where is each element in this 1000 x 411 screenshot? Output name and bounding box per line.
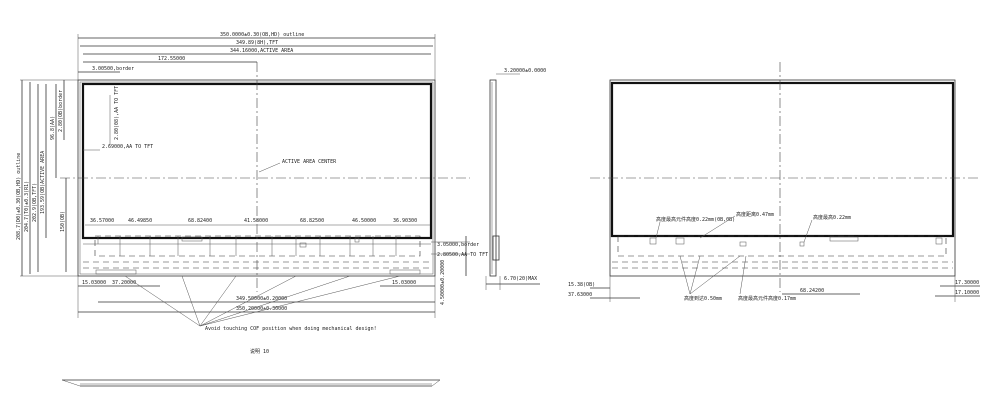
cof-pad-right <box>389 269 421 275</box>
bottom-span: 37.20000 <box>112 280 136 286</box>
cof-ticks <box>97 236 397 256</box>
label-right-total: 4.50000±0.20000 <box>440 260 446 305</box>
front-view: 36.57000 46.49850 68.82400 41.58000 68.8… <box>16 32 488 387</box>
cof-leaders <box>124 275 401 327</box>
pitch-2: 46.49850 <box>128 218 152 224</box>
bottom-total-1: 349.50000±0.20000 <box>236 296 287 302</box>
pitch-1: 36.57000 <box>90 218 114 224</box>
back-label-2: 高度距离0.47mm <box>736 211 774 218</box>
bottom-right-offset: 15.03000 <box>392 280 416 286</box>
back-dim-right-big: 17.10000 <box>955 290 979 296</box>
dim-half-width: 172.55000 <box>158 56 185 62</box>
dim-left-border: 2.80(OB)border <box>58 90 64 132</box>
dim-left-outline: 208.7(D0)±0.30(OB,HD) outline <box>16 153 22 240</box>
back-dim-right-small: 17.30000 <box>955 280 979 286</box>
back-label-1: 高度最高元件高度0.22mm(0B,0B) <box>656 216 735 223</box>
back-pcb-zone <box>617 235 947 257</box>
pitch-5: 68.82500 <box>300 218 324 224</box>
panel-outline <box>77 79 436 277</box>
back-label-4: 高度到达0.50mm <box>684 295 722 302</box>
label-active-center: ACTIVE AREA CENTER <box>282 159 337 165</box>
back-dim-middle: 68.24200 <box>800 288 824 294</box>
cof-zone <box>94 235 421 257</box>
back-label-5: 高度最高元件高度0.17mm <box>738 295 796 302</box>
dim-active-area: 344.16000,ACTIVE AREA <box>230 48 293 54</box>
back-active <box>610 81 955 238</box>
dim-left-aa: 193.59(OB)ACTIVE AREA <box>40 151 46 214</box>
dim-outline: 350.0000±0.30(OB,HD) outline <box>220 32 304 38</box>
bottom-edge-view <box>61 379 441 387</box>
back-dim-left-small: 15.38(OB) <box>568 282 595 288</box>
bottom-total-2: 350.20000±0.30000 <box>236 306 287 312</box>
side-profile <box>489 79 497 277</box>
label-aa-top: 2.80(08),AA TO TFT <box>114 86 120 140</box>
side-max-thickness: 6.70(20)MAX <box>504 276 537 282</box>
side-thickness: 3.20000±0.0000 <box>504 68 546 74</box>
back-dim-left-big: 37.63000 <box>568 292 592 298</box>
side-view: 3.20000±0.0000 6.70(20)MAX <box>485 68 546 290</box>
cof-pad-left <box>95 269 137 275</box>
dim-left-lower: 150(OB) <box>60 211 66 232</box>
bottom-left-offset: 15.03000 <box>82 280 106 286</box>
pitch-3: 68.82400 <box>188 218 212 224</box>
pitch-4: 41.58000 <box>244 218 268 224</box>
pitch-6: 46.50000 <box>352 218 376 224</box>
dim-left-tft: 204.7(T0)±0.3(R1) <box>24 181 30 232</box>
back-label-3: 高度最高0.22mm <box>813 214 851 221</box>
dim-border: 3.00500,border <box>92 66 134 72</box>
cof-note: Avoid touching COF position when doing m… <box>205 326 377 332</box>
label-aa-right: 2.80500,AA TO TFT <box>437 252 488 258</box>
caption: 说明 10 <box>250 348 269 355</box>
dim-left-half: 96.8(AA) <box>50 116 56 140</box>
label-aa-left: 2.69000,AA TO TFT <box>102 144 153 150</box>
back-view: 高度最高元件高度0.22mm(0B,0B) 高度距离0.47mm 高度最高0.2… <box>568 62 980 302</box>
label-border-right: 3.05000,border <box>437 242 479 248</box>
dim-tft: 349.89(8H),TFT <box>236 40 278 46</box>
pitch-7: 36.90300 <box>393 218 417 224</box>
dim-left-tft2: 202.9(OB,TFT) <box>32 183 38 222</box>
side-cof <box>492 235 500 261</box>
